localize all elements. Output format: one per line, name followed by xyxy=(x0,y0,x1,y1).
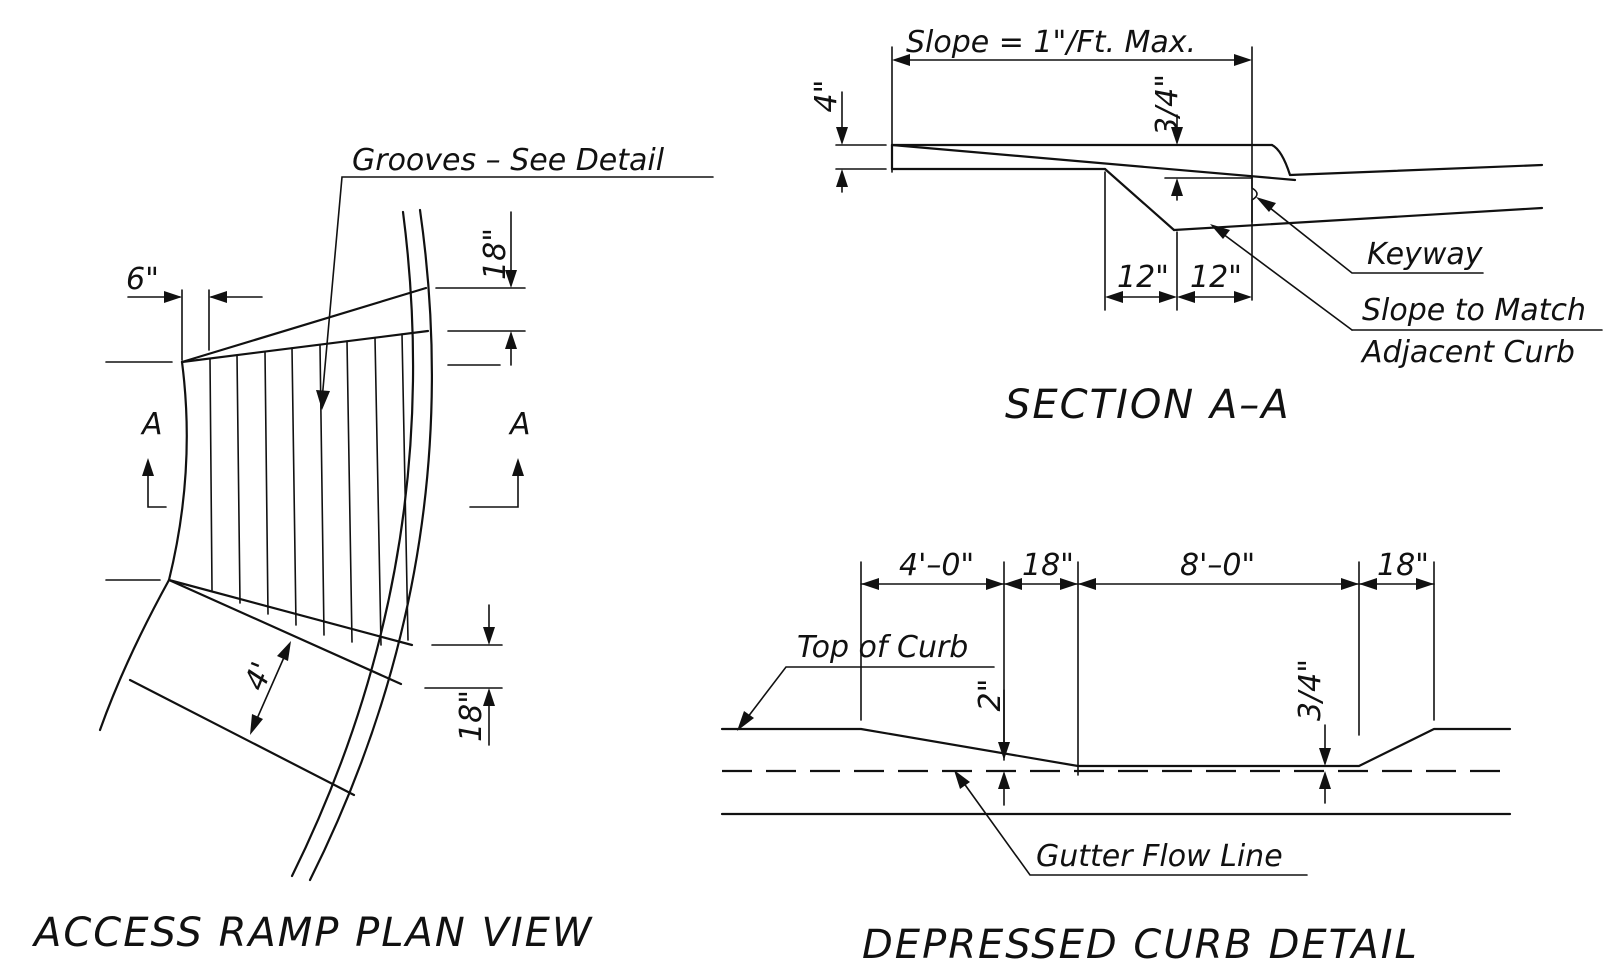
access-ramp-plan-view: Grooves – See Detail 6" 18" 18" 4' xyxy=(31,143,714,956)
depressed-curb-detail: 4'–0" 18" 8'–0" 18" Top of Curb 2" 3/4" … xyxy=(720,548,1512,965)
dim-18in-left-label: 18" xyxy=(1022,548,1074,583)
section-mark-left-arrow xyxy=(147,461,167,508)
top-ramp-edge xyxy=(180,329,430,364)
grooves-leader-line xyxy=(321,176,714,401)
grooves-leader-arrowhead xyxy=(316,390,330,410)
dim-3-4in-label: 3/4" xyxy=(1150,74,1185,136)
top-flare-line xyxy=(180,286,428,364)
slope-match-label-line2: Adjacent Curb xyxy=(1360,335,1575,370)
slope-note: Slope = 1"/Ft. Max. xyxy=(906,25,1196,60)
keyway-label: Keyway xyxy=(1367,237,1484,272)
dim-18in-right-label: 18" xyxy=(1377,548,1429,583)
slab-bottom-taper xyxy=(1103,167,1176,232)
gutter-flow-label: Gutter Flow Line xyxy=(1036,839,1283,874)
dim-8ft-0in-label: 8'–0" xyxy=(1180,548,1255,583)
dim-12in-left-label: 12" xyxy=(1117,260,1169,295)
dim-18in-top-label: 18" xyxy=(478,228,513,280)
curb-arc-inner xyxy=(290,210,415,878)
dim-3-4in-curb-label: 3/4" xyxy=(1293,659,1328,721)
curb-arc-outer xyxy=(308,208,433,882)
bottom-flare-line xyxy=(167,578,403,686)
section-mark-right-arrow xyxy=(469,461,519,508)
bottom-ramp-edge xyxy=(167,578,414,647)
slope-match-label-line1: Slope to Match xyxy=(1362,293,1586,328)
keyway-leader xyxy=(1259,199,1484,274)
section-aa: Slope = 1"/Ft. Max. 4" 3/4" xyxy=(809,25,1603,428)
top-of-curb-leader xyxy=(740,666,995,727)
section-aa-title: SECTION A–A xyxy=(1005,382,1291,428)
dim-12in-right-label: 12" xyxy=(1190,260,1242,295)
dim-4ft-0in-label: 4'–0" xyxy=(899,548,974,583)
slope-match-leader xyxy=(1214,227,1353,331)
ramp-surface-line xyxy=(890,143,1297,182)
keyway-joint xyxy=(1251,175,1258,223)
top-of-curb-label: Top of Curb xyxy=(797,630,968,665)
curb-face-and-gutter xyxy=(1270,143,1544,177)
section-mark-left-letter: A xyxy=(140,407,163,442)
dim-4ft-line xyxy=(251,645,290,731)
section-mark-right-letter: A xyxy=(508,407,531,442)
dim-2in-label: 2" xyxy=(973,679,1008,712)
groove-hatching xyxy=(209,333,409,646)
plan-view-title: ACCESS RAMP PLAN VIEW xyxy=(31,910,593,956)
dim-4in-label: 4" xyxy=(809,80,844,113)
grooves-note: Grooves – See Detail xyxy=(352,143,665,178)
depressed-curb-title: DEPRESSED CURB DETAIL xyxy=(862,922,1419,965)
dim-6in-label: 6" xyxy=(126,262,159,297)
gutter-flow-leader xyxy=(957,774,1308,876)
dim-18in-bottom-label: 18" xyxy=(454,690,489,742)
sidewalk-edge-line xyxy=(128,678,356,797)
curb-profile-line xyxy=(720,727,1512,768)
dim-4ft-label: 4' xyxy=(238,657,281,695)
slab-bottom-right xyxy=(1172,206,1544,232)
